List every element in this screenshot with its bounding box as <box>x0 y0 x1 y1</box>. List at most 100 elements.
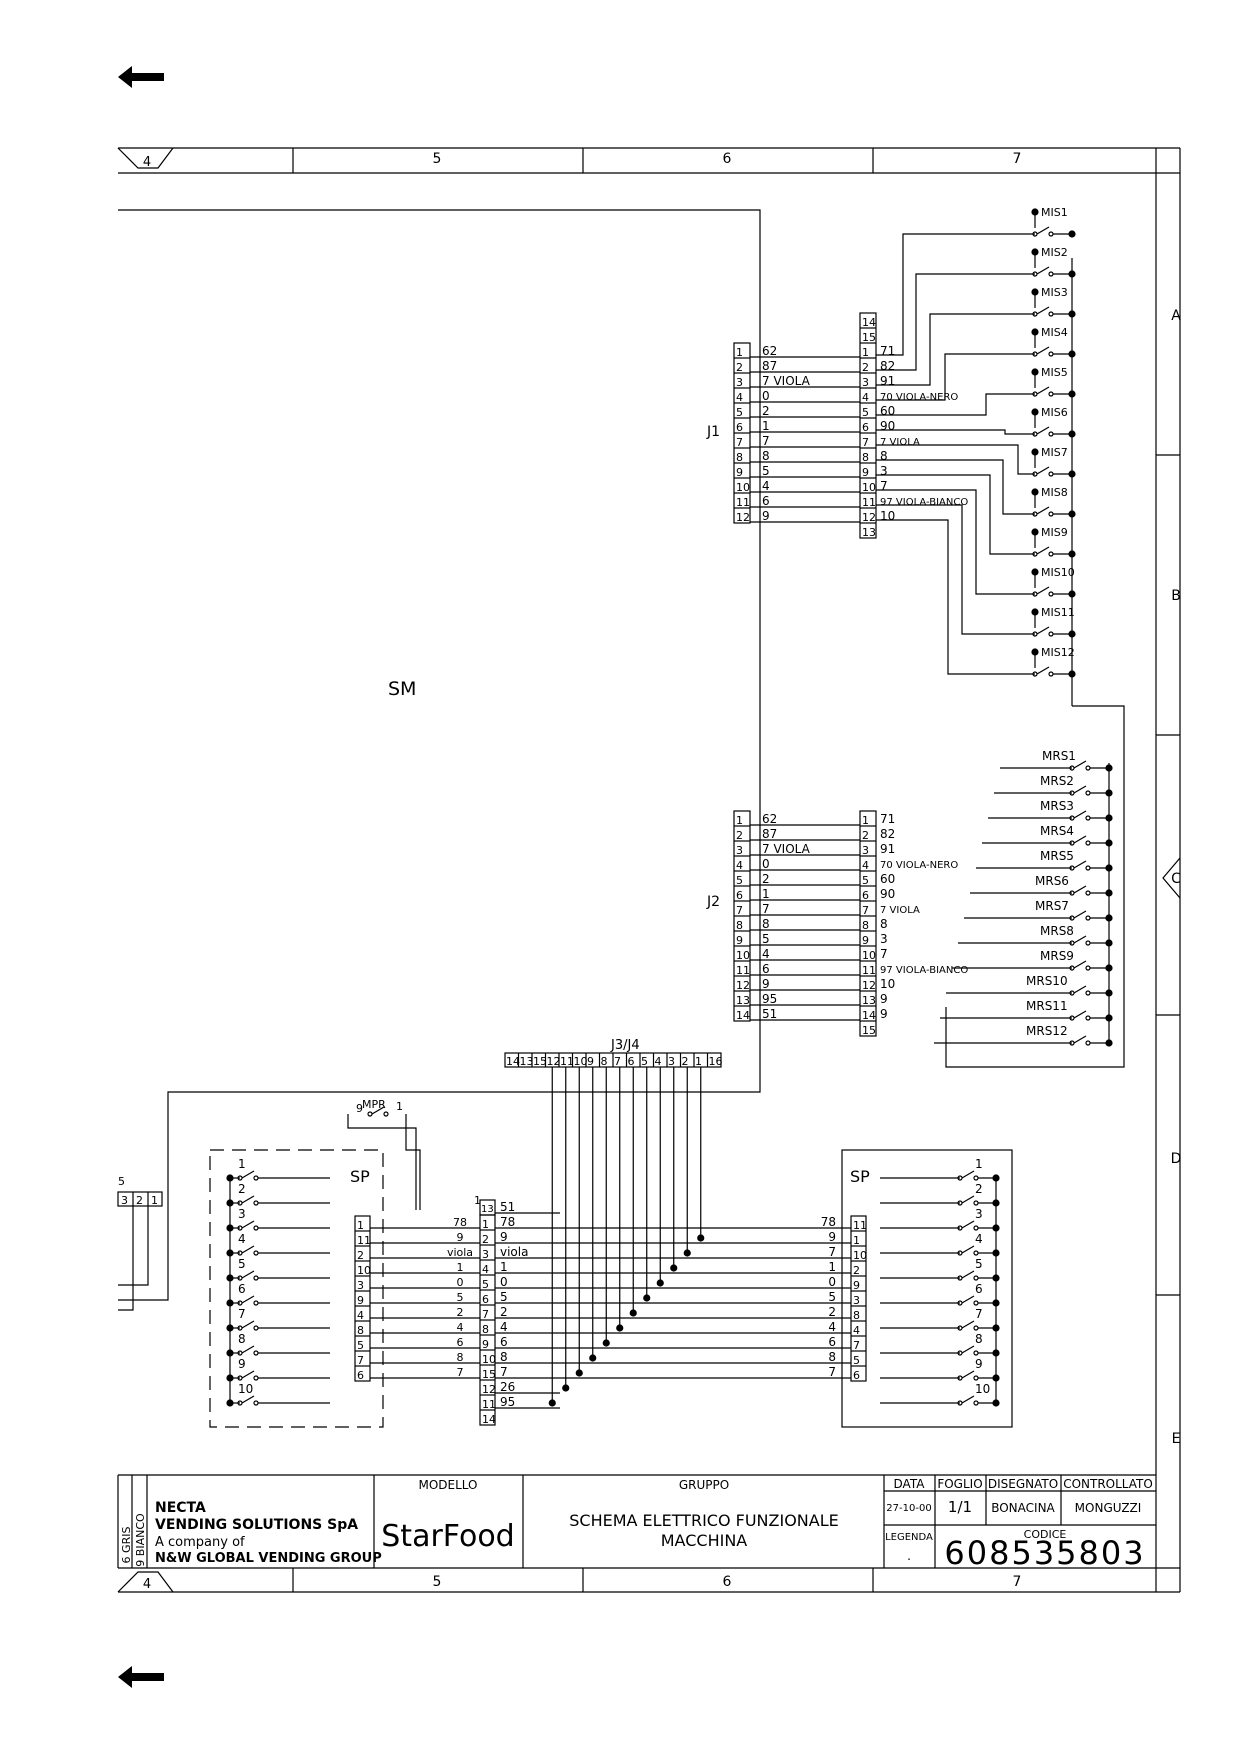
mis-switch-contact <box>1048 591 1054 597</box>
j3j4-junction <box>683 1249 691 1257</box>
mis-label: MIS1 <box>1041 206 1068 219</box>
j2-left-wire-label: 7 <box>762 902 770 916</box>
mrs-label: MRS2 <box>1040 774 1074 788</box>
sp-right-switch-contact <box>973 1375 979 1381</box>
mid-left-wire-label: 2 <box>457 1306 464 1319</box>
mis-label: MIS8 <box>1041 486 1068 499</box>
j2-left-wire-label: 62 <box>762 812 777 826</box>
j1-left-wire-label: 1 <box>762 419 770 433</box>
j3j4-pin: 11 <box>560 1055 574 1068</box>
j1-right-pin: 15 <box>862 331 876 344</box>
j1-right-wire-label: 71 <box>880 344 895 358</box>
sp-left-conn-body <box>354 1215 371 1382</box>
j2-right-wire-label: 7 VIOLA <box>880 905 920 916</box>
j2-right-pin: 8 <box>862 919 869 932</box>
mid-top-wire: 1 <box>474 1194 481 1207</box>
sp-left-switch-contact <box>253 1275 259 1281</box>
mid-right-wire-label: 7 <box>500 1365 508 1379</box>
mid-right-wire-label: 6 <box>500 1335 508 1349</box>
edge-conn-pin: 1 <box>151 1194 158 1207</box>
mid-right-wire-label: viola <box>500 1245 528 1259</box>
j2-right-wire-label: 9 <box>880 992 888 1006</box>
mid-left-wire-label: 6 <box>457 1336 464 1349</box>
mis-label: MIS11 <box>1041 606 1075 619</box>
sp-left-switch-blade <box>241 1395 255 1404</box>
j1-left-pin: 5 <box>736 406 743 419</box>
gruppo-line-2: MACCHINA <box>661 1531 748 1550</box>
mid-right-wire-label: 1 <box>500 1260 508 1274</box>
mis-switch-contact <box>1048 671 1054 677</box>
mis-feed <box>876 444 1035 475</box>
disegnato-label: DISEGNATO <box>988 1477 1058 1491</box>
sp-left-conn-pin: 11 <box>357 1234 371 1247</box>
sp-right-switch-blade <box>961 1370 975 1379</box>
j2-right-wire-label: 60 <box>880 872 895 886</box>
mid-left-wire-label: 0 <box>457 1276 464 1289</box>
mpr-wire <box>405 1114 421 1210</box>
j1-left-pin: 11 <box>736 496 750 509</box>
j2-right-pin: 9 <box>862 934 869 947</box>
j3j4-pin: 8 <box>601 1055 608 1068</box>
j3j4-pin: 1 <box>695 1055 702 1068</box>
mid-left-wire-label: viola <box>447 1246 473 1259</box>
j2-label: J2 <box>706 894 720 910</box>
mrs-switch-blade <box>1073 885 1087 894</box>
j2-right-pin: 5 <box>862 874 869 887</box>
mrs-junction <box>1105 914 1113 922</box>
mid-right-wire-label: 9 <box>500 1230 508 1244</box>
gruppo-label: GRUPPO <box>679 1478 729 1492</box>
foglio-label: FOGLIO <box>937 1477 982 1491</box>
zone-right-b: B <box>1171 588 1181 604</box>
sp-right-wire-label: 9 <box>828 1230 836 1244</box>
mis-junction <box>1068 350 1076 358</box>
mpr-switch-contact <box>367 1111 373 1117</box>
mis-junction <box>1068 510 1076 518</box>
j2-left-wire-label: 4 <box>762 947 770 961</box>
mrs-label: MRS1 <box>1042 749 1076 763</box>
mis-switch-blade <box>1036 506 1050 515</box>
j3j4-junction <box>548 1399 556 1407</box>
mis-feed <box>876 474 1035 555</box>
sp-left-switch-blade <box>241 1320 255 1329</box>
mid-conn-pin: 2 <box>482 1233 489 1246</box>
sp-right-switch-label: 7 <box>975 1307 983 1321</box>
mrs-switch-blade <box>1073 835 1087 844</box>
sp-right-conn-pin: 11 <box>853 1219 867 1232</box>
sp-right-switch-contact <box>973 1325 979 1331</box>
mpr-switch-blade <box>371 1106 385 1115</box>
sp-right-conn-pin: 10 <box>853 1249 867 1262</box>
sp-right-switch-label: 4 <box>975 1232 983 1246</box>
back-arrow-top-icon[interactable] <box>118 66 164 88</box>
sp-left-conn-pin: 2 <box>357 1249 364 1262</box>
data-value: 27-10-00 <box>886 1503 931 1514</box>
zone-bottom-7: 7 <box>1013 1574 1022 1590</box>
j3j4-pin: 5 <box>641 1055 648 1068</box>
mid-left-wire-label: 8 <box>457 1351 464 1364</box>
edge-conn-pin: 2 <box>136 1194 143 1207</box>
mrs-switch-blade <box>1073 860 1087 869</box>
mrs-switch-contact <box>1085 965 1091 971</box>
mis-label: MIS4 <box>1041 326 1068 339</box>
back-arrow-bottom-icon[interactable] <box>118 1666 164 1688</box>
sp-right-switch-label: 2 <box>975 1182 983 1196</box>
mis-switch-blade <box>1036 466 1050 475</box>
company-line-3: A company of <box>155 1535 245 1550</box>
controllato-value: MONGUZZI <box>1075 1501 1142 1515</box>
j1-left-wire-label: 4 <box>762 479 770 493</box>
j1-right-wire-label: 7 <box>880 479 888 493</box>
zone-right-d: D <box>1171 1151 1182 1167</box>
sp-right-switch-label: 5 <box>975 1257 983 1271</box>
mis-switch-blade <box>1036 306 1050 315</box>
mis-feed <box>876 519 1035 675</box>
j1-left-pin: 4 <box>736 391 743 404</box>
mpr-left-number: 9 <box>356 1102 363 1115</box>
mis-switch-contact <box>1048 271 1054 277</box>
j2-right-wire-label: 97 VIOLA-BIANCO <box>880 965 968 976</box>
j1-left-pin: 3 <box>736 376 743 389</box>
mrs-switch-contact <box>1085 815 1091 821</box>
mis-junction <box>1068 550 1076 558</box>
sp-right-switch-contact <box>973 1275 979 1281</box>
sp-right-switch-contact <box>973 1300 979 1306</box>
mid-pin: 13 <box>481 1204 494 1215</box>
j2-right-wire-label: 90 <box>880 887 895 901</box>
